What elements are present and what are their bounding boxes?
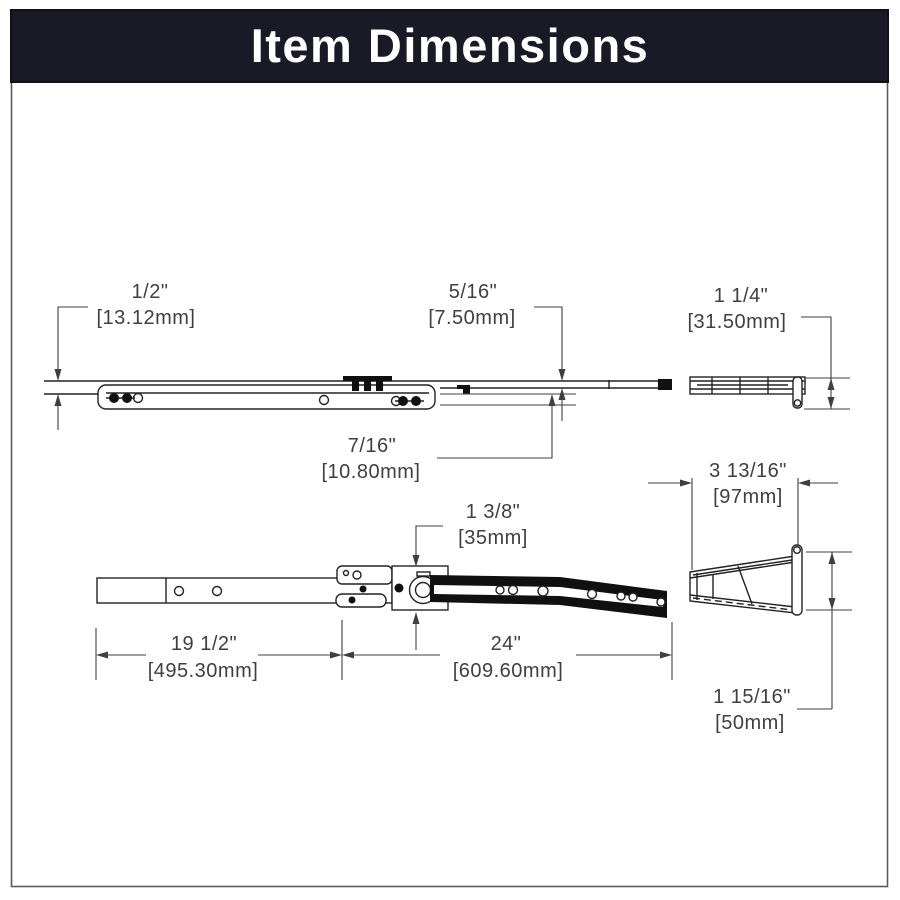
dim-bracket-depth-inches-label: 3 13/16": [709, 460, 787, 482]
mounting-clips: [343, 376, 470, 394]
dim-extended-height: 1 3/8" [35mm]: [412, 501, 528, 650]
dim-extended-height-mm-label: [35mm]: [458, 527, 528, 549]
dim-bracket-height-mm-label: [50mm]: [715, 712, 785, 734]
dim-channel-height-mm-label: [10.80mm]: [322, 461, 421, 483]
dim-cabinet-member-length-mm-label: [495.30mm]: [148, 660, 259, 682]
extended-bracket-end-view: [689, 544, 803, 616]
dim-closed-height: 1/2" [13.12mm]: [54, 281, 196, 430]
dim-extended-height-inches-label: 1 3/8": [466, 501, 521, 523]
page-border: [10, 9, 889, 888]
dim-rail-thickness-mm-label: [7.50mm]: [428, 307, 515, 329]
dim-bracket-depth: 3 13/16" [97mm]: [648, 460, 838, 570]
dim-travel-length: 24" [609.60mm]: [342, 622, 673, 682]
dim-bracket-closed-height-inches-label: 1 1/4": [714, 285, 769, 307]
closed-bracket-end-view: [689, 376, 806, 409]
dim-rail-thickness-inches-label: 5/16": [449, 281, 498, 303]
closed-slide-side-view: [44, 376, 672, 410]
dim-channel-height-inches-label: 7/16": [348, 435, 397, 457]
dim-travel-length-mm-label: [609.60mm]: [453, 660, 564, 682]
extended-slide-side-view: [96, 565, 667, 618]
header-bar: Item Dimensions: [10, 9, 889, 83]
dim-cabinet-member-length: 19 1/2" [495.30mm]: [95, 620, 343, 682]
dim-bracket-depth-mm-label: [97mm]: [713, 486, 783, 508]
dim-bracket-height: 1 15/16" [50mm]: [713, 551, 852, 734]
dim-closed-height-inches-label: 1/2": [132, 281, 169, 303]
page-title: Item Dimensions: [251, 19, 650, 72]
dim-bracket-closed-height: 1 1/4" [31.50mm]: [688, 285, 850, 410]
drawer-member-holes: [495, 584, 666, 607]
dim-travel-length-inches-label: 24": [491, 633, 522, 655]
channel-member: [97, 384, 436, 410]
rivets: [106, 393, 424, 406]
dim-bracket-height-inches-label: 1 15/16": [713, 686, 791, 708]
dim-bracket-closed-height-mm-label: [31.50mm]: [688, 311, 787, 333]
dim-cabinet-member-length-inches-label: 19 1/2": [171, 633, 237, 655]
rail-end-cap: [658, 379, 672, 390]
bracket-pin: [791, 544, 803, 616]
dim-rail-thickness: 5/16" [7.50mm]: [428, 281, 566, 421]
dim-channel-height: 7/16" [10.80mm]: [322, 393, 576, 483]
header-background: [10, 9, 889, 83]
drawer-member: [430, 575, 667, 618]
dim-closed-height-mm-label: [13.12mm]: [97, 307, 196, 329]
